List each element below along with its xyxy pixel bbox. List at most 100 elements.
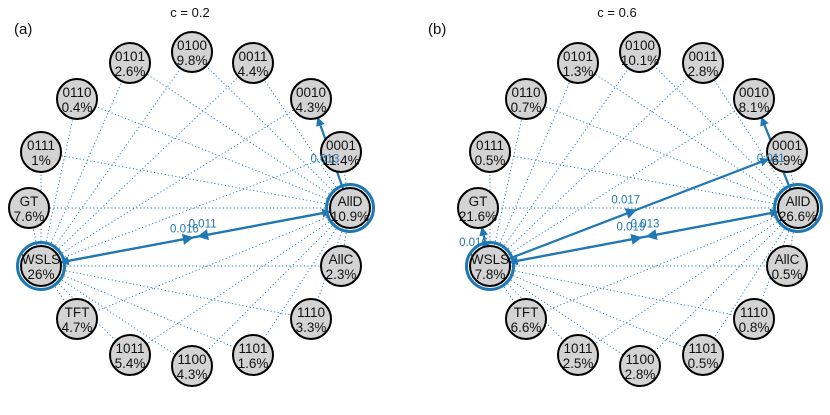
node-name: AllD [786, 194, 811, 209]
node-name: 0101 [115, 49, 145, 64]
node-name: WSLS [22, 252, 60, 267]
node-name: 1011 [563, 341, 592, 356]
node-circle [290, 78, 332, 120]
node-circle [171, 345, 213, 387]
node-value: 4.7% [62, 320, 93, 335]
node-name: 1011 [115, 341, 144, 356]
node-circle [682, 42, 724, 84]
edge-label-alld-to-0010: 0.013 [311, 153, 340, 165]
node-value: 4.3% [296, 100, 327, 115]
node-highlight-ring [16, 241, 66, 291]
dotted-edge-alld-0100 [191, 51, 351, 209]
dotted-edge-wsls-0001 [40, 151, 342, 267]
node-circle [766, 131, 808, 173]
node-highlight-ring [773, 183, 823, 233]
node-name: 1101 [238, 341, 267, 356]
node-name: 0100 [177, 38, 207, 53]
node-name: TFT [65, 305, 90, 320]
node-circle [320, 245, 362, 287]
dotted-edge-wsls-0110 [489, 98, 527, 267]
node-gt: GT7.6% [8, 187, 50, 229]
node-value: 3.3% [296, 320, 327, 335]
node-value: 4.4% [238, 64, 269, 79]
dotted-edge-alld-1101 [702, 207, 799, 356]
node-circle [56, 298, 98, 340]
node-name: 0100 [625, 38, 655, 53]
node-circle [20, 245, 62, 287]
node-name: 0011 [688, 49, 717, 64]
node-value: 7.6% [14, 209, 45, 224]
node-name: 1100 [625, 352, 654, 367]
node-circle [619, 345, 661, 387]
node-circle [20, 131, 62, 173]
node-name: 0110 [511, 85, 540, 100]
dotted-edge-wsls-1100 [40, 265, 193, 367]
node-value: 11.4% [322, 153, 359, 168]
dotted-edge-wsls-0010 [40, 98, 312, 267]
node-value: 2.6% [115, 64, 146, 79]
node-circle [777, 187, 819, 229]
panel-a: (a) c = 0.2 AllD10.9%000111.4%00104.3%00… [8, 5, 375, 387]
transition-edge-wsls-to-0001 [495, 157, 770, 265]
node-value: 6.6% [511, 320, 542, 335]
node-value: 2.3% [326, 267, 357, 282]
dotted-edge-alld-tft [76, 207, 351, 320]
node-highlight-ring [465, 241, 515, 291]
edge-label-wsls-to-0001: 0.017 [611, 195, 640, 207]
node-value: 7.8% [475, 267, 506, 282]
node-circle [469, 131, 511, 173]
node-value: 2.8% [688, 64, 719, 79]
node-value: 2.8% [625, 367, 656, 382]
node-circle [557, 42, 599, 84]
node-name: 1110 [740, 305, 768, 320]
dotted-edge-alld-allc [340, 207, 351, 267]
node-circle [290, 298, 332, 340]
node-name: 1101 [688, 341, 717, 356]
dotted-edge-wsls-0101 [40, 62, 131, 267]
dotted-edge-wsls-1101 [489, 265, 704, 356]
node-circle [733, 78, 775, 120]
node-circle [56, 78, 98, 120]
node-name: 1110 [297, 305, 325, 320]
node-name: 1100 [177, 352, 206, 367]
panel-a-label: (a) [14, 21, 32, 38]
node-circle [557, 334, 599, 376]
dotted-edge-alld-tft [525, 207, 799, 320]
node-value: 10.9% [331, 209, 369, 224]
node-highlight-ring [325, 183, 375, 233]
edge-label-wsls-to-alld: 0.019 [617, 221, 646, 233]
node-name: 0001 [326, 138, 356, 153]
node-circle [469, 245, 511, 287]
panel-a-transition-edges [46, 116, 350, 266]
node-circle [505, 298, 547, 340]
node-circle [505, 78, 547, 120]
node-name: 0010 [296, 85, 326, 100]
node-value: 0.5% [475, 153, 506, 168]
node-circle [320, 131, 362, 173]
node-name: 0001 [772, 138, 802, 153]
dotted-edge-alld-1100 [639, 207, 799, 367]
node-name: GT [469, 194, 488, 209]
dotted-edge-wsls-0011 [489, 62, 704, 267]
panel-b-label: (b) [428, 21, 446, 38]
node-value: 0.7% [511, 100, 542, 115]
panel-b: (b) c = 0.6 AllD26.6%00016.9%00108.1%001… [428, 5, 823, 387]
node-circle [457, 187, 499, 229]
node-value: 9.8% [177, 53, 208, 68]
node-circle [171, 31, 213, 73]
node-name: TFT [514, 305, 539, 320]
